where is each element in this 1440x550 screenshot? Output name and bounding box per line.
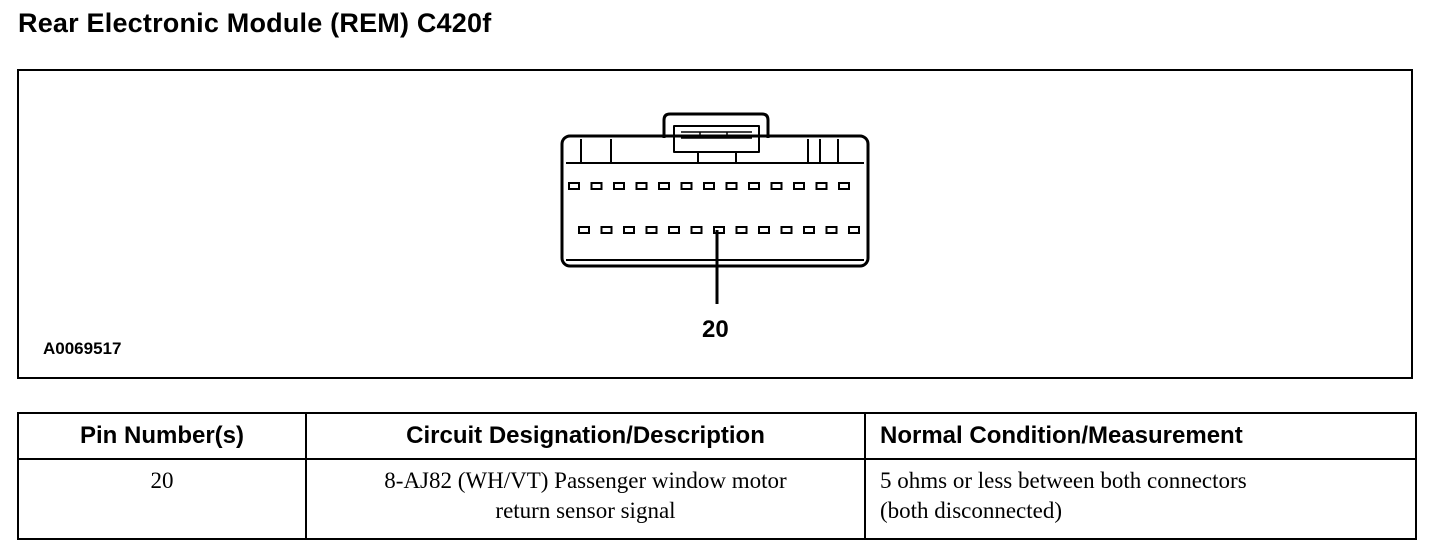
pin-row-bottom [578, 226, 860, 234]
locking-tab-inner [673, 125, 760, 153]
bottom-row-cavity-11 [803, 226, 815, 234]
top-row-cavity-4 [635, 182, 648, 190]
bottom-row-cavity-2 [600, 226, 613, 234]
bottom-row-cavity-5 [668, 226, 680, 234]
top-row-cavity-7 [703, 182, 715, 190]
connector-figure: A0069517 20 [17, 69, 1413, 379]
bottom-row-cavity-8 [735, 226, 748, 234]
bottom-row-cavity-9 [758, 226, 770, 234]
connector-body [560, 134, 870, 268]
bottom-row-cavity-10 [780, 226, 793, 234]
cell-condition-line2: (both disconnected) [880, 498, 1063, 523]
connector-drawing [560, 112, 870, 304]
table-header-row: Pin Number(s) Circuit Designation/Descri… [17, 412, 1417, 460]
header-pin-numbers: Pin Number(s) [17, 412, 307, 460]
header-circuit: Circuit Designation/Description [305, 412, 866, 460]
bottom-row-cavity-4 [645, 226, 658, 234]
top-row-cavity-10 [770, 182, 783, 190]
bottom-row-cavity-6 [690, 226, 703, 234]
bottom-row-cavity-7 [713, 226, 725, 234]
top-row-cavity-2 [590, 182, 603, 190]
bottom-row-cavity-1 [578, 226, 590, 234]
top-row-cavity-11 [793, 182, 805, 190]
side-rib-right [807, 139, 839, 163]
page-title: Rear Electronic Module (REM) C420f [18, 8, 492, 38]
cell-circuit-line2: return sensor signal [495, 498, 676, 523]
top-row-cavity-1 [568, 182, 580, 190]
cell-circuit-line1: 8-AJ82 (WH/VT) Passenger window motor [384, 468, 787, 493]
cell-circuit: 8-AJ82 (WH/VT) Passenger window motor re… [305, 458, 866, 540]
table-row: 20 8-AJ82 (WH/VT) Passenger window motor… [17, 458, 1417, 540]
locking-tab [662, 112, 770, 138]
top-row-cavity-13 [838, 182, 850, 190]
cell-condition: 5 ohms or less between both connectors (… [864, 458, 1417, 540]
side-rib-left [580, 139, 612, 163]
top-row-cavity-5 [658, 182, 670, 190]
top-row-cavity-8 [725, 182, 738, 190]
bottom-row-cavity-12 [825, 226, 838, 234]
top-row-cavity-3 [613, 182, 625, 190]
cell-condition-line1: 5 ohms or less between both connectors [880, 468, 1247, 493]
top-row-cavity-12 [815, 182, 828, 190]
top-row-cavity-9 [748, 182, 760, 190]
pin-table: Pin Number(s) Circuit Designation/Descri… [17, 412, 1417, 540]
pin-row-top [568, 182, 850, 190]
bottom-row-cavity-13 [848, 226, 860, 234]
cell-pin: 20 [17, 458, 307, 540]
figure-id: A0069517 [43, 339, 122, 358]
pin-callout-label: 20 [702, 316, 729, 343]
top-row-cavity-6 [680, 182, 693, 190]
header-condition: Normal Condition/Measurement [864, 412, 1417, 460]
bottom-row-cavity-3 [623, 226, 635, 234]
